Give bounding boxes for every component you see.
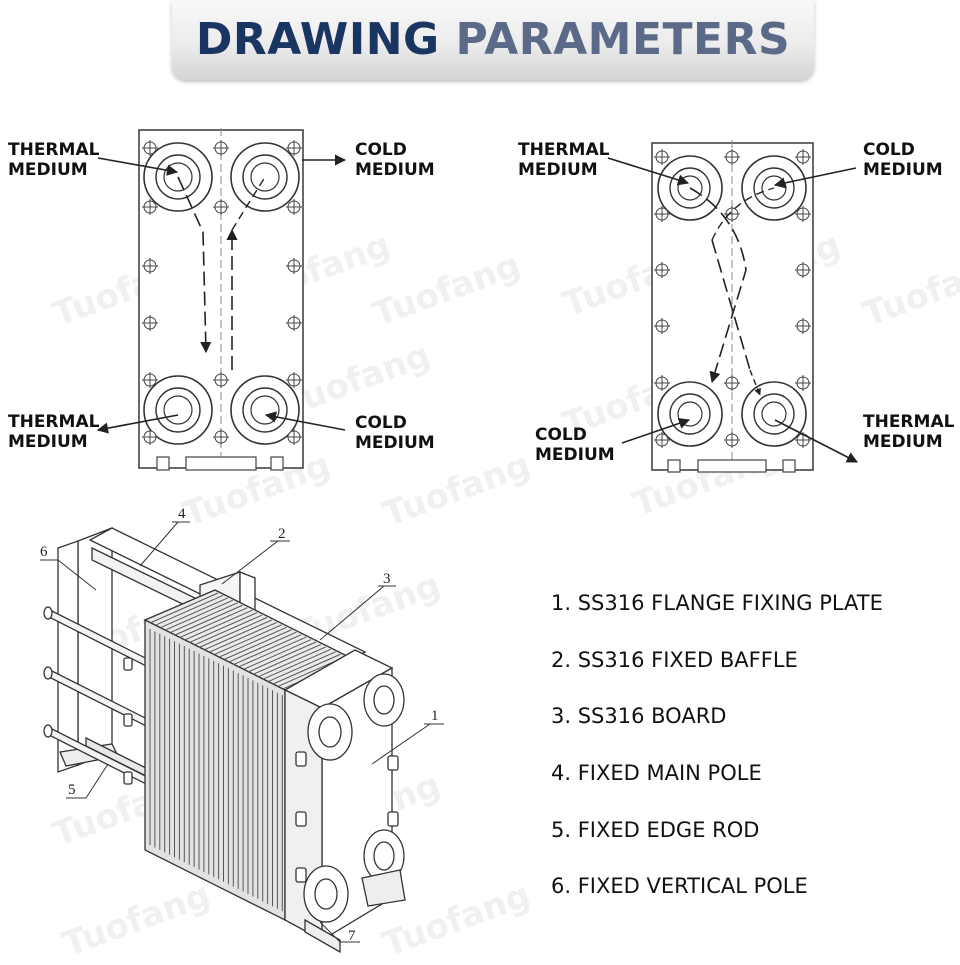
plate-top-edge	[247, 641, 317, 673]
callout-6: 6	[40, 544, 48, 560]
page-title: DRAWING PARAMETERS	[196, 18, 790, 62]
label-right-top-thermal: THERMAL MEDIUM	[518, 140, 610, 180]
callouts	[40, 521, 444, 943]
plate-top-edge	[164, 599, 233, 631]
heat-exchanger-drawing	[43, 527, 406, 954]
title-part-2: PARAMETERS	[455, 14, 791, 65]
plate-top-edge	[149, 592, 219, 624]
plate-top-edge	[242, 639, 312, 671]
plate-top-edge	[174, 604, 243, 636]
flow-diagram-left	[96, 128, 347, 471]
plate-top-edge	[188, 612, 258, 644]
plate-top-edge	[179, 607, 248, 639]
label-right-bottom-cold: COLD MEDIUM	[535, 425, 615, 465]
plate-top-edge	[208, 621, 278, 653]
plate-top-edge	[198, 617, 268, 648]
legend-item: 2. SS316 FIXED BAFFLE	[551, 647, 798, 672]
port-bottom-right	[741, 381, 807, 447]
label-right-top-cold: COLD MEDIUM	[863, 140, 943, 180]
callout-2: 2	[278, 526, 286, 542]
flange-fixing-plate	[123, 649, 406, 954]
flange-icon	[303, 673, 405, 923]
plate-top-edge	[193, 614, 263, 646]
label-left-top-cold: COLD MEDIUM	[355, 140, 435, 180]
legend-item: 1. SS316 FLANGE FIXING PLATE	[551, 591, 883, 615]
plate-top-edge	[233, 634, 302, 666]
plate-top-edge	[159, 597, 229, 629]
port-bottom-left	[143, 375, 213, 445]
port-top-left	[143, 142, 213, 212]
plate-top-edge	[262, 648, 331, 680]
title-part-1: DRAWING	[195, 14, 440, 65]
header-banner: DRAWING PARAMETERS	[172, 0, 814, 80]
plate-top-edge	[184, 609, 253, 641]
callout-1: 1	[431, 708, 439, 724]
label-left-top-thermal: THERMAL MEDIUM	[8, 140, 100, 180]
plate-top-edge	[154, 594, 224, 626]
plate-top-edge	[218, 626, 287, 658]
legend-item: 3. SS316 BOARD	[551, 704, 727, 729]
plate-top-edge	[228, 631, 297, 663]
plate-top-edge	[272, 653, 341, 685]
plate-top-edge	[223, 629, 292, 661]
label-right-bottom-thermal: THERMAL MEDIUM	[863, 412, 955, 452]
label-left-bottom-cold: COLD MEDIUM	[355, 413, 435, 453]
port-bottom-right	[230, 375, 300, 445]
legend-item: 4. FIXED MAIN POLE	[551, 761, 762, 786]
legend-item: 5. FIXED EDGE ROD	[551, 817, 760, 842]
plate-top-edge	[169, 602, 238, 634]
callout-4: 4	[178, 506, 186, 522]
nut-icon	[123, 657, 399, 883]
plate-top-edge	[252, 643, 322, 675]
plate-top-edge	[203, 619, 273, 651]
flow-diagram-right	[607, 140, 858, 474]
label-left-bottom-thermal: THERMAL MEDIUM	[8, 412, 100, 452]
callout-7: 7	[348, 928, 356, 944]
legend-item: 6. FIXED VERTICAL POLE	[551, 874, 808, 899]
port-top-left	[657, 155, 723, 221]
plate-top-edge	[257, 646, 327, 678]
plate-top-edge	[213, 624, 282, 656]
callout-5: 5	[68, 782, 76, 798]
port-bottom-left	[657, 381, 723, 447]
callout-3: 3	[383, 571, 391, 587]
plate-top-edge	[267, 651, 336, 683]
plate-top-edge	[237, 636, 307, 668]
port-top-right	[230, 142, 300, 212]
parts-legend: 1. SS316 FLANGE FIXING PLATE 2. SS316 FI…	[551, 588, 883, 928]
